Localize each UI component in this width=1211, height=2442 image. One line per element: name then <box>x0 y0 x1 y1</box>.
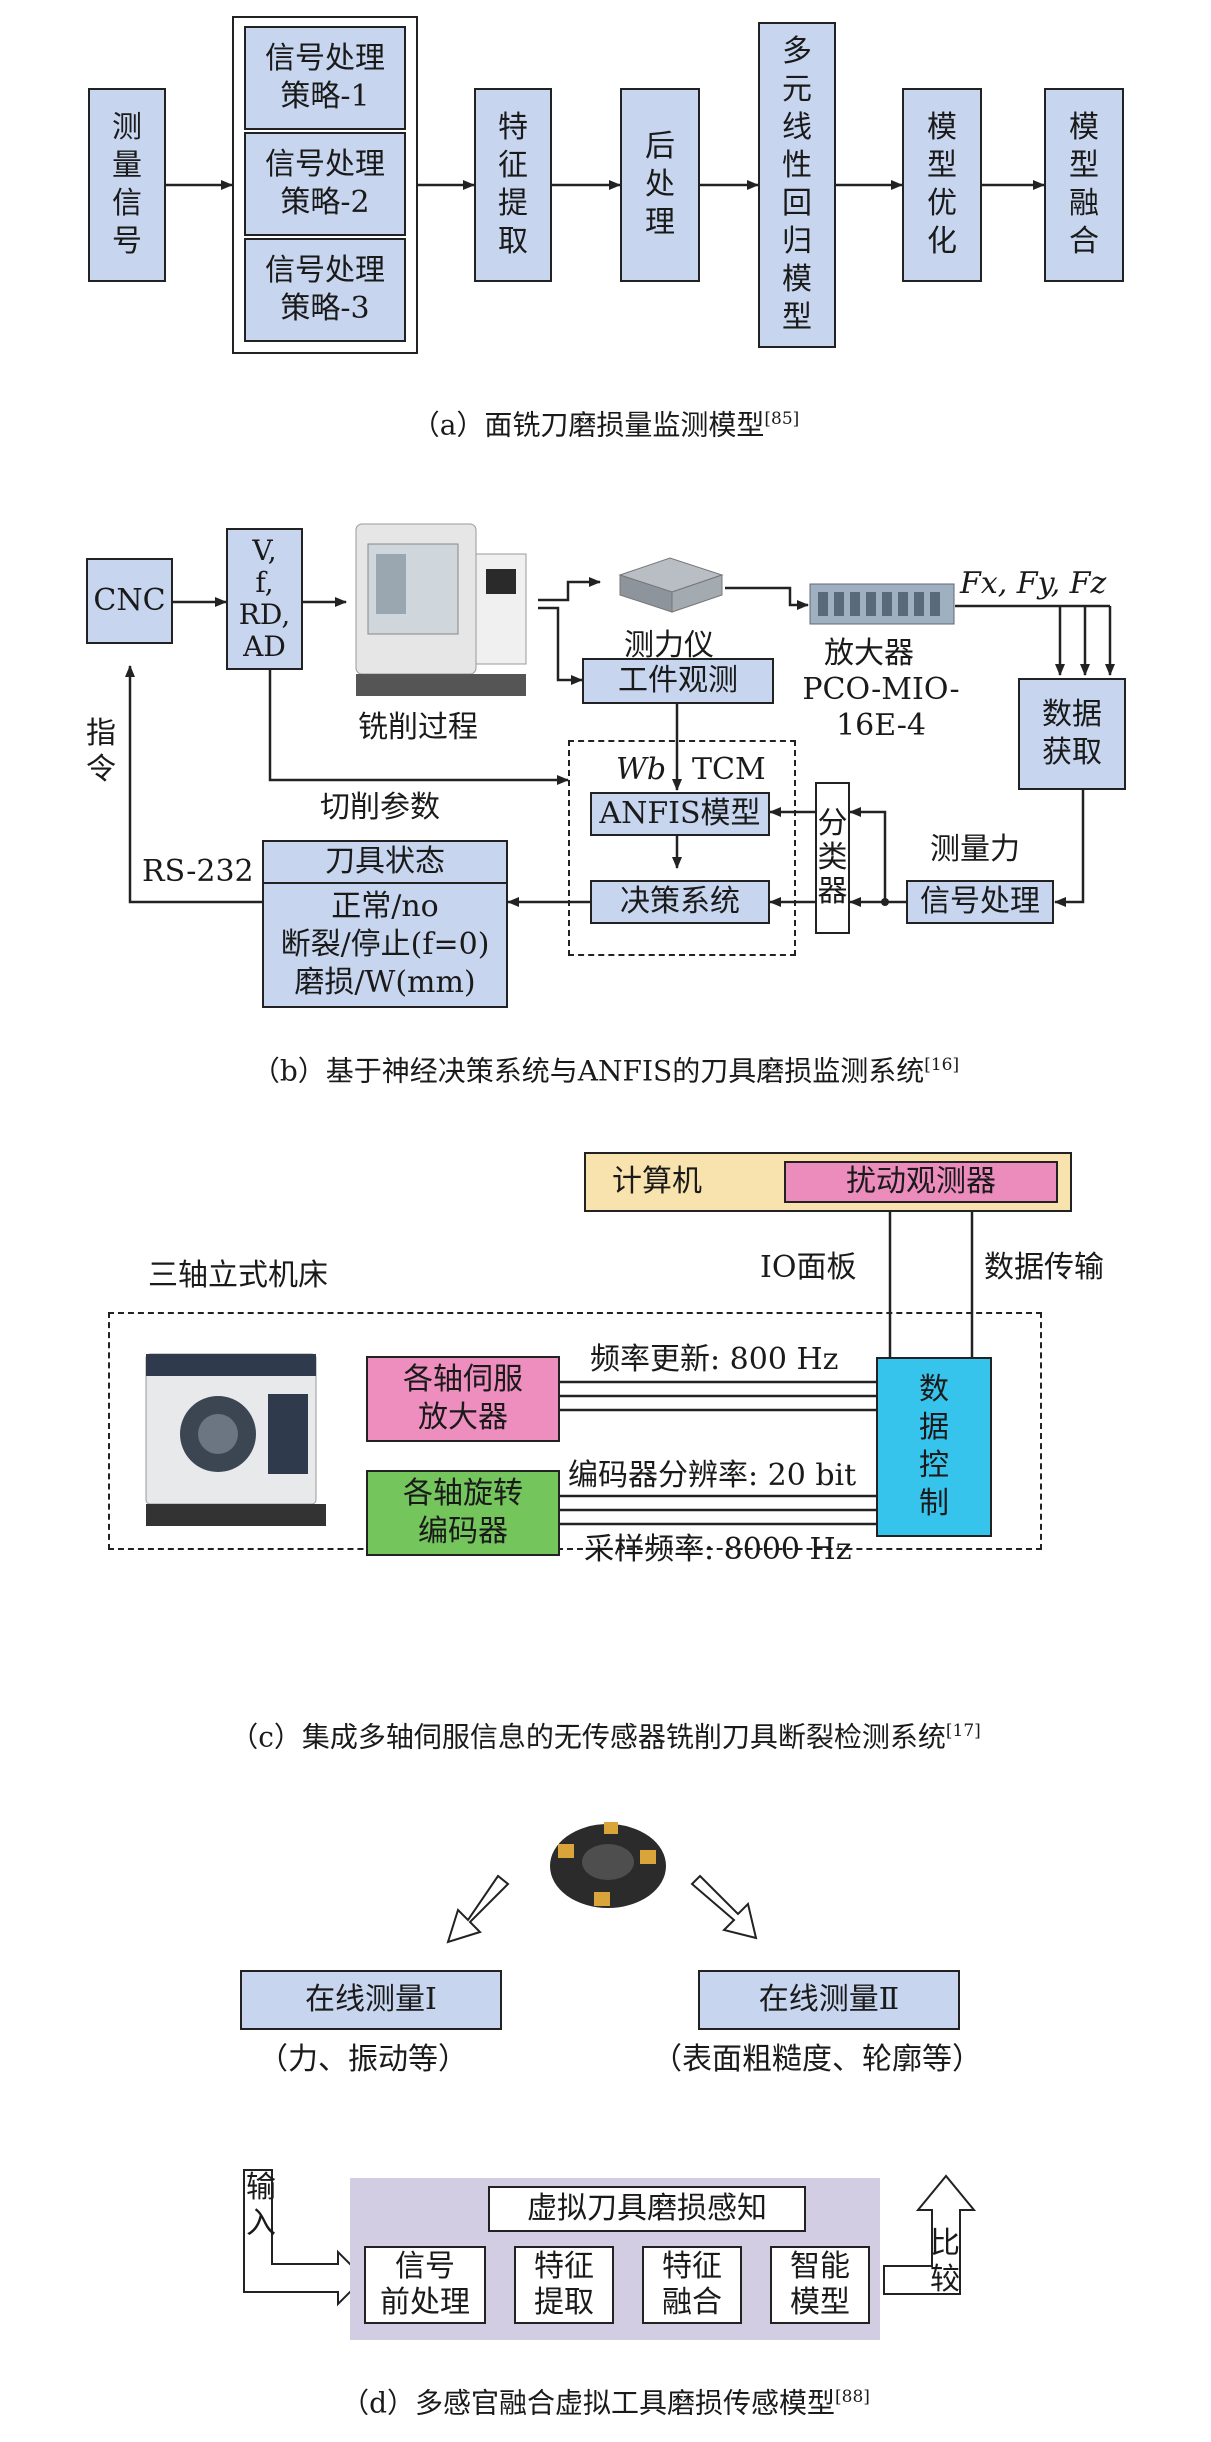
signal-preprocess-box: 信号 前处理 <box>364 2246 486 2324</box>
caption-b: （b）基于神经决策系统与ANFIS的刀具磨损监测系统[16] <box>251 1054 960 1088</box>
online-measurement-1-box: 在线测量I <box>240 1970 502 2030</box>
panel-b-arrows <box>125 577 1115 907</box>
compare-label: 比 较 <box>930 2226 960 2297</box>
disturbance-observer-box: 扰动观测器 <box>784 1161 1058 1203</box>
post-processing-box: 后 处 理 <box>620 88 700 282</box>
cutting-parameters-label: 切削参数 <box>320 790 440 825</box>
io-panel-label: IO面板 <box>760 1250 857 1285</box>
wb-label: Wb <box>616 752 667 787</box>
tcm-dashed-frame <box>568 740 796 956</box>
cutting-params-box: V, f, RD, AD <box>226 528 303 670</box>
caption-d: （d）多感官融合虚拟工具磨损传感模型[88] <box>341 2386 870 2420</box>
amplifier-model-label: PCO-MIO- 16E-4 <box>802 672 960 743</box>
encoder-resolution-label: 编码器分辨率: 20 bit <box>568 1458 857 1493</box>
rs232-label: RS-232 <box>142 854 254 889</box>
panel-c: 计算机 扰动观测器 IO面板 数据传输 三轴立式机床 各轴伺服 放大器 频率更新… <box>0 1130 1211 1780</box>
anfis-model-box: ANFIS模型 <box>590 792 770 836</box>
tool-state-header: 刀具状态 <box>262 840 508 884</box>
model-optimization-box: 模 型 优 化 <box>902 88 982 282</box>
panel-d: 在线测量I （力、振动等） 在线测量Ⅱ （表面粗糙度、轮廓等） 输 入 虚拟刀具… <box>0 1780 1211 2442</box>
online-measurement-2-box: 在线测量Ⅱ <box>698 1970 960 2030</box>
servo-amplifier-box: 各轴伺服 放大器 <box>366 1356 560 1442</box>
machine-tool-label: 三轴立式机床 <box>148 1258 328 1293</box>
panel-c-wires <box>560 1210 974 1526</box>
measured-force-label: 测量力 <box>930 832 1020 867</box>
intelligent-model-box: 智能 模型 <box>770 2246 870 2324</box>
online-measurement-1-sub: （力、振动等） <box>258 2042 468 2077</box>
milling-machine-image <box>346 514 536 704</box>
amplifier-label: 放大器 <box>824 636 914 671</box>
computer-label: 计算机 <box>612 1164 702 1199</box>
regression-model-box: 多 元 线 性 回 归 模 型 <box>758 22 836 348</box>
sampling-frequency-label: 采样频率: 8000 Hz <box>584 1532 852 1567</box>
feature-fusion-box: 特征 融合 <box>642 2246 742 2324</box>
machine-dashed-frame <box>108 1312 1042 1550</box>
decision-system-box: 决策系统 <box>590 880 770 924</box>
measure-signal-box: 测 量 信 号 <box>88 88 166 282</box>
classifier-box: 分 类 器 <box>815 782 850 934</box>
command-label: 指 令 <box>86 716 116 787</box>
feature-extraction-box: 特 征 提 取 <box>474 88 552 282</box>
vertical-machine-image <box>138 1334 344 1530</box>
face-mill-cutter-image <box>528 1804 688 1924</box>
feature-extract-box: 特征 提取 <box>514 2246 614 2324</box>
caption-a: （a）面铣刀磨损量监测模型[85] <box>411 408 800 442</box>
online-measurement-2-sub: （表面粗糙度、轮廓等） <box>652 2042 982 2077</box>
panel-a-arrows <box>166 180 1045 190</box>
model-fusion-box: 模 型 融 合 <box>1044 88 1124 282</box>
cnc-box: CNC <box>86 558 173 644</box>
panel-a: 测 量 信 号 信号处理 策略-1 信号处理 策略-2 信号处理 策略-3 特 … <box>0 0 1211 470</box>
caption-c: （c）集成多轴伺服信息的无传感器铣削刀具断裂检测系统[17] <box>230 1720 981 1754</box>
strategy-3-box: 信号处理 策略-3 <box>244 238 406 342</box>
milling-process-label: 铣削过程 <box>358 710 478 745</box>
encoder-box: 各轴旋转 编码器 <box>366 1470 560 1556</box>
strategy-2-box: 信号处理 策略-2 <box>244 132 406 236</box>
input-label: 输 入 <box>246 2170 276 2241</box>
update-frequency-label: 频率更新: 800 Hz <box>590 1342 839 1377</box>
tcm-label: TCM <box>692 752 766 787</box>
signal-processing-box: 信号处理 <box>906 880 1054 924</box>
dynamometer-image <box>610 550 728 620</box>
amplifier-image <box>808 578 956 630</box>
data-acquisition-box: 数据 获取 <box>1018 678 1126 790</box>
data-transfer-label: 数据传输 <box>984 1250 1104 1285</box>
strategy-1-box: 信号处理 策略-1 <box>244 26 406 130</box>
virtual-sensing-title: 虚拟刀具磨损感知 <box>488 2186 806 2232</box>
forces-label: Fx, Fy, Fz <box>960 566 1107 601</box>
panel-d-arrows <box>243 1874 977 2307</box>
panel-b: CNC V, f, RD, AD 铣削过程 测力仪 放大器 PCO-MIO- 1… <box>0 470 1211 1130</box>
tool-state-list: 正常/no 断裂/停止(f=0) 磨损/W(mm) <box>262 882 508 1008</box>
data-control-box: 数 据 控 制 <box>876 1357 992 1537</box>
workpiece-observation-box: 工件观测 <box>582 658 774 704</box>
dynamometer-label: 测力仪 <box>624 628 714 663</box>
